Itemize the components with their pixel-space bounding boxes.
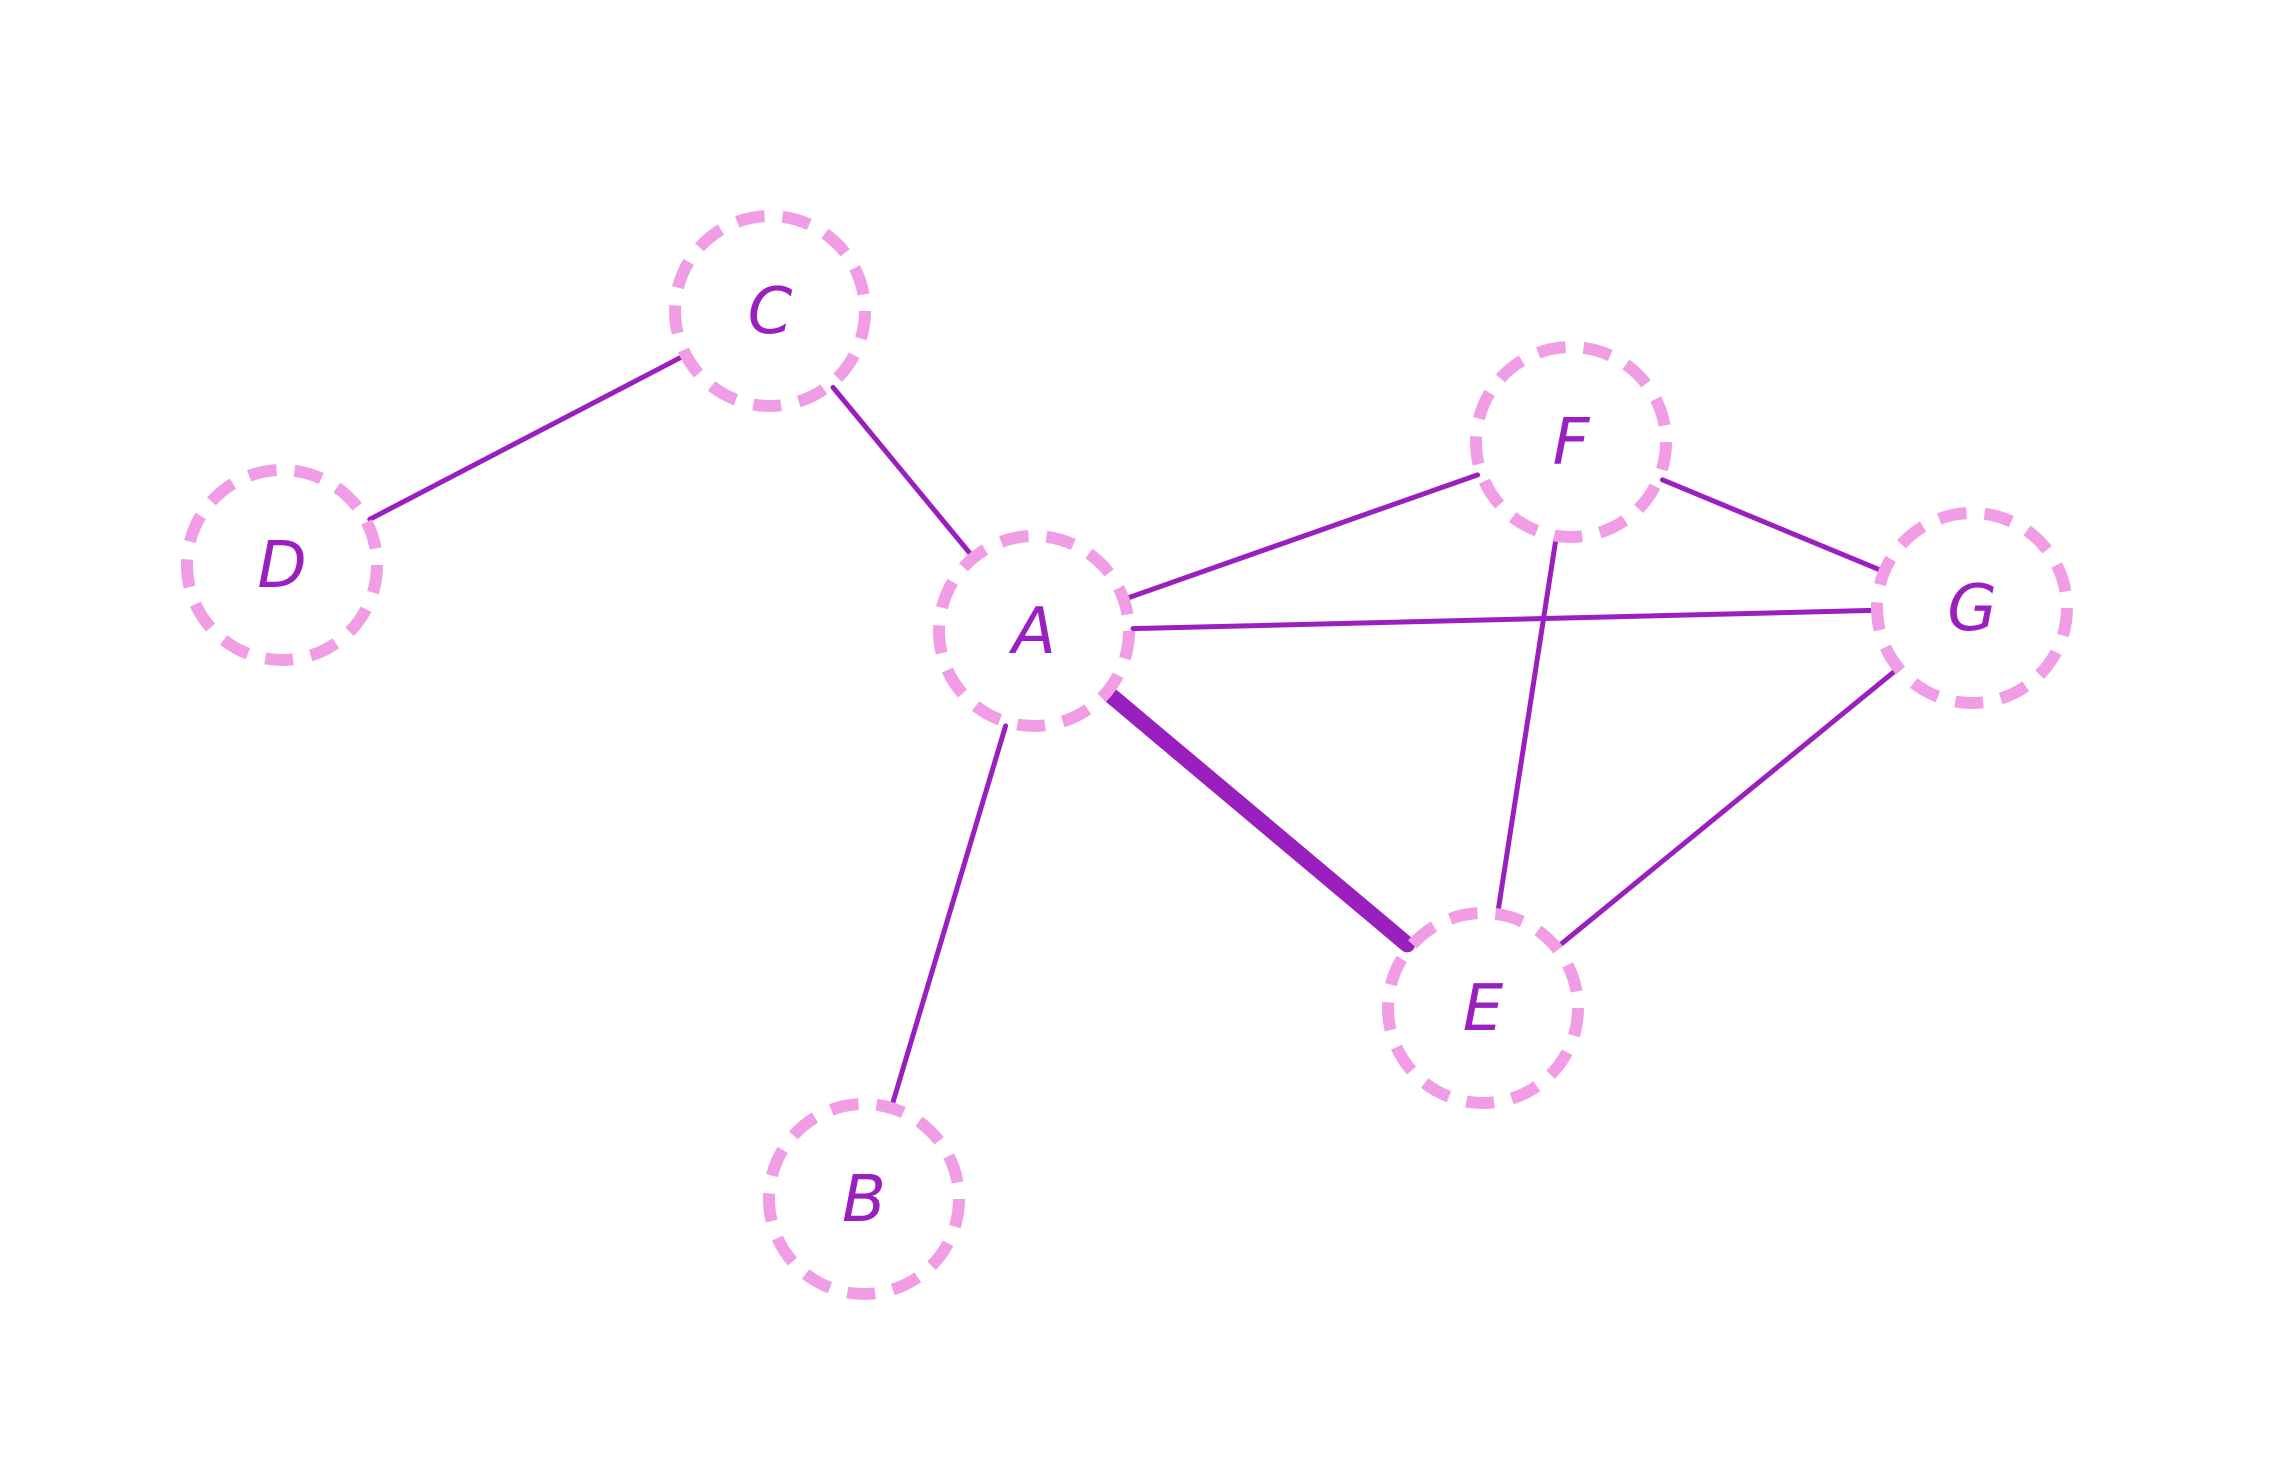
node-label: B	[842, 1163, 886, 1237]
node-circle	[1871, 507, 2073, 709]
node-g: G	[1871, 507, 2073, 709]
node-circle	[933, 530, 1135, 732]
node-label: G	[1947, 572, 1997, 646]
edges-layer	[367, 354, 1898, 1107]
node-c: C	[669, 210, 871, 412]
node-circle	[1382, 907, 1584, 1109]
node-circle	[669, 210, 871, 412]
node-f: F	[1470, 341, 1672, 543]
node-circle	[763, 1098, 965, 1300]
node-label: D	[257, 529, 306, 603]
edge-c-d	[367, 354, 685, 522]
node-label: E	[1463, 972, 1504, 1046]
node-circle	[181, 464, 383, 666]
edge-f-g	[1659, 477, 1884, 573]
nodes-layer: A B C D E F G	[181, 210, 2073, 1300]
node-e: E	[1382, 907, 1584, 1109]
edge-a-b	[889, 723, 1009, 1107]
node-b: B	[763, 1098, 965, 1300]
edge-a-g	[1130, 607, 1876, 632]
node-a: A	[933, 530, 1135, 732]
edge-g-e	[1557, 668, 1898, 948]
edge-a-f	[1124, 472, 1481, 601]
node-label: C	[748, 275, 793, 349]
edge-c-a	[830, 384, 974, 558]
node-label: A	[1008, 595, 1056, 669]
node-d: D	[181, 464, 383, 666]
node-circle	[1470, 341, 1672, 543]
edge-a-e	[1101, 686, 1416, 953]
node-label: F	[1553, 406, 1591, 480]
edge-f-e	[1495, 537, 1559, 913]
